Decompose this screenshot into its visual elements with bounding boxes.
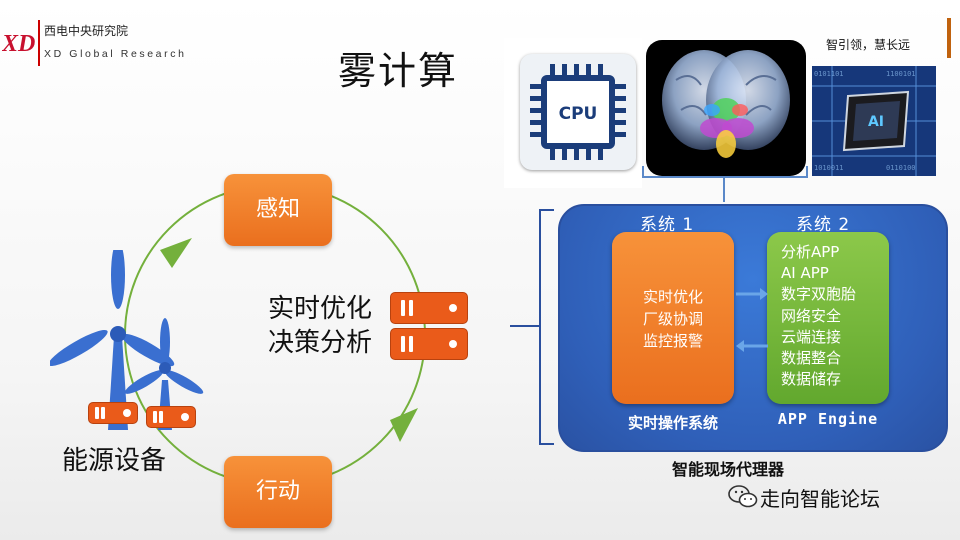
act-box: 行动 xyxy=(224,456,332,528)
brain-image xyxy=(646,40,806,176)
system1-items: 实时优化 厂级协调 监控报警 xyxy=(612,286,734,352)
system1-caption: 实时操作系统 xyxy=(627,414,718,432)
svg-text:1010011: 1010011 xyxy=(814,164,844,172)
server-icon xyxy=(390,292,468,324)
ai-chip-label: AI xyxy=(868,114,884,130)
xd-logo: XD xyxy=(1,24,38,60)
system2-title: 系统 2 xyxy=(796,215,851,235)
decision-line-2: 决策分析 xyxy=(268,328,373,358)
accent-bar xyxy=(947,18,951,58)
cycle-arrow-down xyxy=(390,408,418,442)
decision-line-1: 实时优化 xyxy=(268,294,373,324)
cpu-chip-label: CPU xyxy=(559,104,598,124)
image-connector xyxy=(642,176,808,178)
page-title: 雾计算 xyxy=(338,49,459,93)
system1-item: 监控报警 xyxy=(642,332,703,350)
system2-items: 分析APP AI APP 数字双胞胎 网络安全 云端连接 数据整合 数据储存 xyxy=(781,242,856,390)
sync-arrows-icon xyxy=(736,288,768,352)
wechat-icon xyxy=(728,485,758,508)
system2-item: 网络安全 xyxy=(781,306,842,325)
system2-item: 数据整合 xyxy=(781,349,842,368)
system1-box xyxy=(612,232,734,404)
svg-text:0101101: 0101101 xyxy=(814,70,844,78)
system2-item: 云端连接 xyxy=(781,327,842,346)
energy-equipment-label: 能源设备 xyxy=(62,446,167,476)
system2-item: 数据储存 xyxy=(781,370,842,389)
sense-box: 感知 xyxy=(224,174,332,246)
org-name-cn: 西电中央研究院 xyxy=(44,24,129,38)
system1-item: 实时优化 xyxy=(642,288,703,306)
wechat-watermark: 走向智能论坛 xyxy=(760,487,880,511)
image-connector-left xyxy=(642,166,644,178)
system2-item: AI APP xyxy=(781,264,829,283)
cpu-chip-image: CPU xyxy=(520,54,636,170)
org-name-en: XD Global Research xyxy=(44,48,187,60)
ai-chip-image: 0101101 1100101 1010011 0110100 AI xyxy=(812,66,936,176)
slogan: 智引领，慧长远 xyxy=(826,38,911,52)
system2-item: 分析APP xyxy=(781,243,840,261)
svg-text:0110100: 0110100 xyxy=(886,164,916,172)
system2-box xyxy=(767,232,889,404)
server-icon xyxy=(390,328,468,360)
system1-title: 系统 1 xyxy=(640,215,695,235)
decision-text: 实时优化 决策分析 xyxy=(268,292,372,360)
agent-label: 智能现场代理器 xyxy=(672,460,785,479)
bracket-icon xyxy=(510,209,554,445)
header-divider xyxy=(38,20,40,66)
cycle-arrow-up xyxy=(160,238,192,268)
svg-text:XD: XD xyxy=(2,31,35,57)
image-connector-down xyxy=(723,176,725,202)
svg-text:1100101: 1100101 xyxy=(886,70,916,78)
server-icon-small xyxy=(88,402,138,424)
server-icon-small xyxy=(146,406,196,428)
image-connector-right xyxy=(806,166,808,178)
system2-item: 数字双胞胎 xyxy=(781,285,857,304)
system1-item: 厂级协调 xyxy=(642,310,703,328)
system2-caption: APP Engine xyxy=(777,410,879,428)
